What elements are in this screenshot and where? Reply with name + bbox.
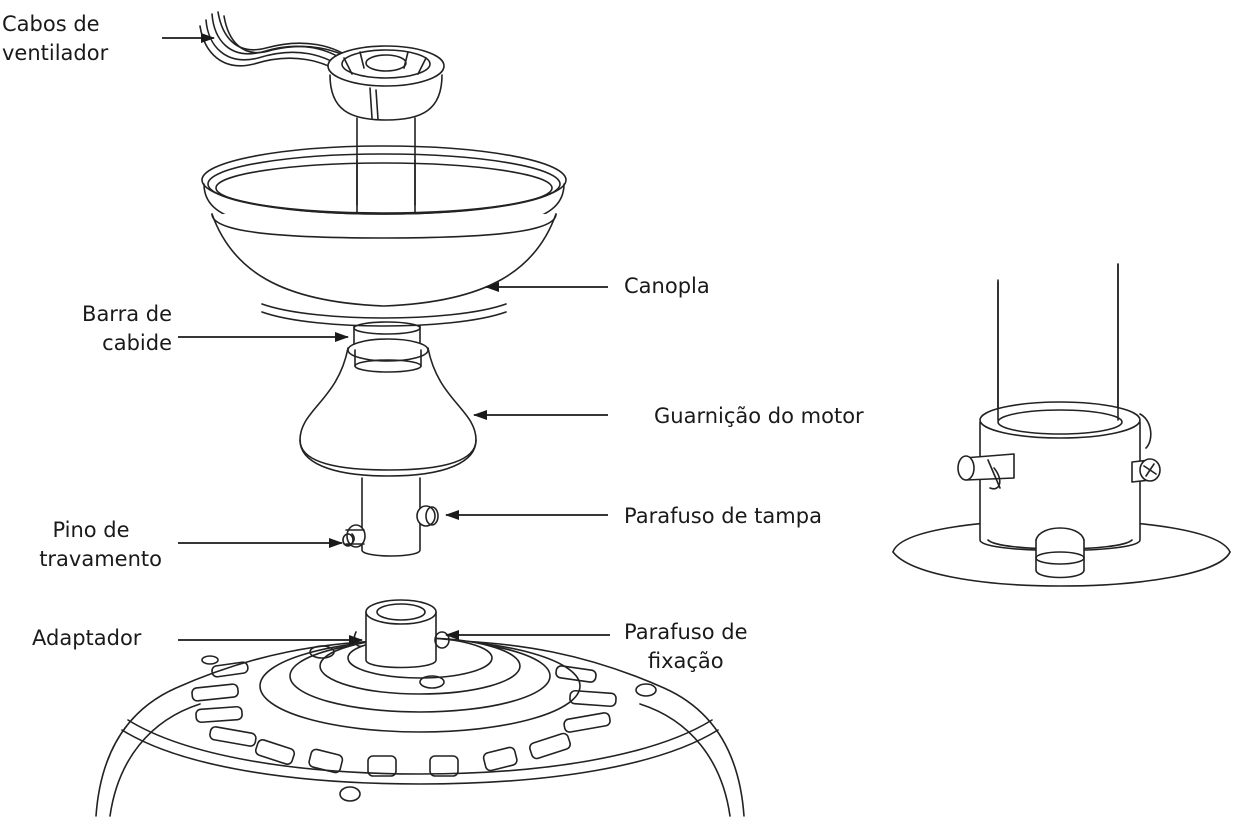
motor-trim-shape xyxy=(299,338,477,477)
inset-locking-pin xyxy=(957,453,1015,490)
motor-housing xyxy=(95,599,745,817)
label-fan-wires-line1: Cabos de xyxy=(2,12,100,36)
label-fixing-screw-line2: fixação xyxy=(647,649,724,673)
label-motor-trim: Guarnição do motor xyxy=(654,404,864,428)
downrod-upper xyxy=(356,117,416,219)
motor-vents xyxy=(191,645,657,777)
label-adapter: Adaptador xyxy=(32,626,142,650)
hanger-ball xyxy=(327,45,445,121)
label-fixing-screw-line1: Parafuso de xyxy=(624,620,748,644)
downrod-lower xyxy=(342,477,439,557)
label-locking-pin-line1: Pino de xyxy=(52,518,130,542)
label-locking-pin-line2: travamento xyxy=(39,547,162,571)
label-fan-wires: Cabos de ventilador xyxy=(2,10,108,68)
label-hanger-bar-line1: Barra de xyxy=(82,302,172,326)
label-locking-pin: Pino de travamento xyxy=(20,516,162,574)
locking-pin-part xyxy=(342,524,366,548)
label-canopy: Canopla xyxy=(624,274,710,298)
label-cap-screw: Parafuso de tampa xyxy=(624,504,822,528)
label-fixing-screw: Parafuso de fixação xyxy=(624,618,748,676)
inset-detail xyxy=(892,263,1231,587)
canopy-shape xyxy=(201,145,567,327)
label-hanger-bar: Barra de cabide xyxy=(40,300,172,358)
cap-screw-part xyxy=(416,505,439,527)
label-fan-wires-line2: ventilador xyxy=(2,41,109,65)
label-hanger-bar-line2: cabide xyxy=(102,331,172,355)
inset-cap-screw xyxy=(1131,458,1161,483)
adapter-part xyxy=(353,599,450,669)
inset-bottom-knob xyxy=(1035,527,1085,579)
